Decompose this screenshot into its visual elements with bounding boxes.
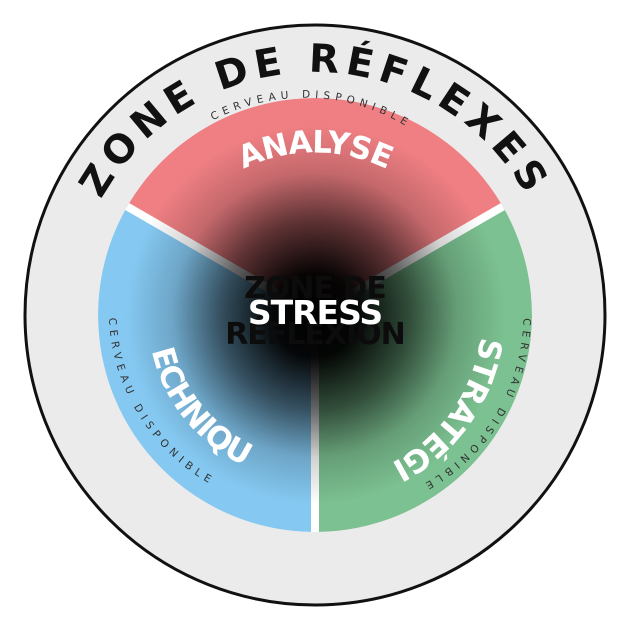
reflexion-line-2: RÉFLEXION xyxy=(225,316,405,352)
stress-label: STRESS xyxy=(248,293,382,332)
reflexion-line-1: ZONE DE xyxy=(244,271,386,306)
stress-gradient xyxy=(125,125,505,505)
